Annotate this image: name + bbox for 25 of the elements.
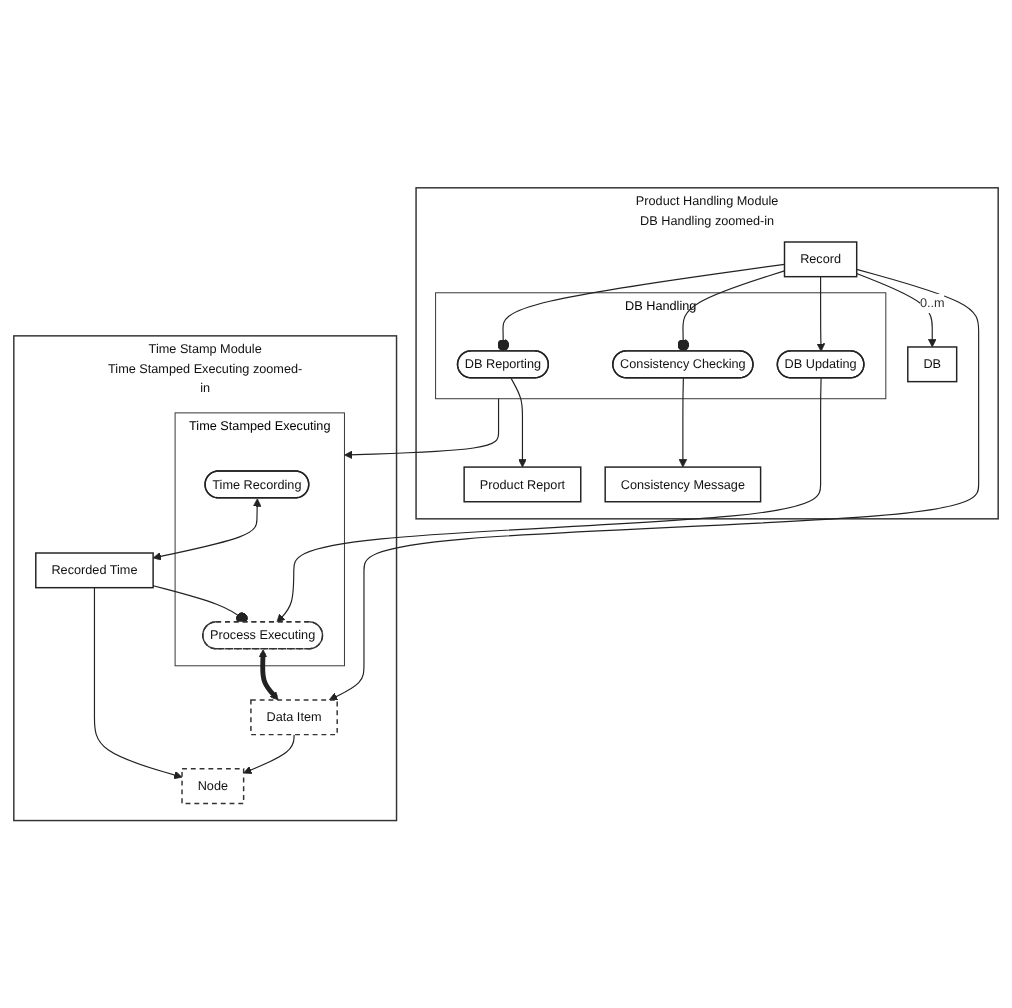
cluster: [13, 334, 398, 822]
arrow: [328, 268, 980, 701]
node-box: [463, 466, 582, 503]
node-box: [604, 466, 762, 503]
arrow: [344, 397, 500, 459]
cluster: [435, 292, 887, 400]
arrow: [816, 275, 826, 352]
arrow: [258, 649, 279, 701]
arrow: [856, 272, 937, 348]
arrow: [152, 498, 262, 561]
node-box: [250, 699, 338, 736]
connector: [497, 263, 786, 352]
connector: [152, 584, 248, 624]
connector: [677, 270, 786, 352]
node-box: [181, 767, 245, 804]
node-box: [783, 241, 858, 278]
node-box: [907, 346, 958, 383]
arrow: [243, 733, 295, 774]
node-box: [35, 552, 154, 589]
cluster: [415, 186, 999, 520]
arrow: [93, 586, 183, 779]
arrow: [510, 377, 527, 468]
cluster: [174, 412, 345, 667]
arrow: [276, 377, 822, 623]
arrow: [678, 377, 688, 468]
